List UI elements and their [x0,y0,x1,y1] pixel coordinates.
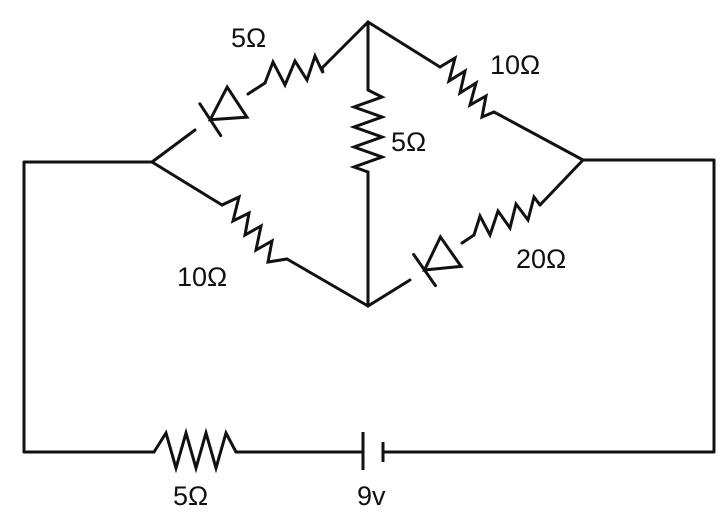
label-top-left-resistor: 5Ω [231,23,266,53]
resistor-top-right [438,54,496,120]
diode-bottom-right [412,233,464,288]
diode-top-left-triangle [207,84,250,122]
wire-top-left-b [246,81,267,96]
wire-top-right-b [492,110,585,162]
outer-loop-wires [22,158,716,454]
diode-top-left-bar [198,102,223,138]
diode-top-left [198,84,250,138]
branch-bottom-left [150,160,370,308]
wire-bottom-left-a [150,160,224,207]
branch-top-left [150,20,370,164]
label-bottom-left-resistor: 10Ω [177,262,227,292]
wire-top-left-a [150,128,197,164]
branch-middle [349,20,387,308]
wire-left-node [22,160,156,454]
resistor-middle [349,88,387,174]
wire-top-right-a [366,20,442,69]
branch-top-right [366,20,585,162]
resistor-bottom-right [472,193,542,239]
label-bottom-right-resistor: 20Ω [516,244,566,274]
battery [361,432,385,470]
label-battery: 9v [357,481,386,511]
wire-bottom-right-b [460,233,476,245]
resistor-battery-branch [152,427,238,474]
wire-bottom-right-a [366,278,412,308]
label-middle-resistor: 5Ω [391,127,426,157]
diode-bottom-right-triangle [422,233,464,272]
wire-battery-to-right [381,158,716,454]
branch-bottom-right [366,158,585,308]
wire-bottom-right-c [538,158,585,207]
diode-bottom-right-bar [412,252,437,288]
wire-bottom-left-b [285,257,370,308]
resistor-bottom-left [220,194,289,264]
label-top-right-resistor: 10Ω [490,50,540,80]
label-battery-branch-resistor: 5Ω [173,481,208,511]
resistor-top-left [263,51,325,89]
wire-top-left-c [320,20,370,70]
